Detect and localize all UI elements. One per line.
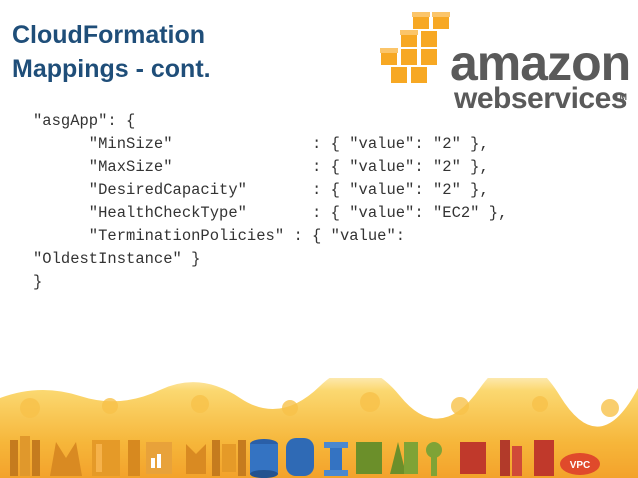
logo-trademark: TM (614, 92, 627, 102)
code-line: "asgApp": { (33, 112, 136, 130)
ses-icon (460, 442, 486, 474)
code-line: "MinSize" : { "value": "2" }, (33, 135, 489, 153)
footer-band: VPC (0, 378, 638, 478)
aws-logo: amazon webservices TM (372, 8, 634, 116)
cloudfront-icon (50, 442, 82, 476)
slide-title-line-1: CloudFormation (12, 21, 206, 49)
cloudwatch-icon (128, 440, 140, 476)
elastic-beanstalk-icon (356, 442, 382, 474)
rds-icon (286, 438, 314, 476)
storage-icon (10, 436, 40, 476)
iam-icon (390, 442, 418, 474)
chart-tile-icon (146, 442, 172, 474)
slide-title-line-2: Mappings - cont. (12, 55, 211, 83)
logo-word-amazon: amazon (450, 35, 631, 91)
logo-word-webservices: webservices (454, 82, 627, 115)
simpledb-icon (324, 442, 348, 476)
slide-title: CloudFormation Mappings - cont. (12, 18, 312, 86)
cloudsearch-icon (534, 440, 554, 476)
key-icon (426, 442, 442, 476)
code-block: "asgApp": { "MinSize" : { "value": "2" }… (33, 110, 633, 294)
elb-icon (212, 440, 246, 476)
vpc-label: VPC (570, 460, 591, 471)
code-line: "OldestInstance" } (33, 250, 201, 268)
sns-icon (500, 440, 522, 476)
code-line: "MaxSize" : { "value": "2" }, (33, 158, 489, 176)
service-icons: VPC (10, 436, 600, 478)
aws-cubes-icon (379, 11, 451, 85)
code-line: "TerminationPolicies" : { "value": (33, 227, 406, 245)
code-line: } (33, 273, 43, 291)
dynamodb-icon (250, 439, 278, 478)
code-line: "DesiredCapacity" : { "value": "2" }, (33, 181, 489, 199)
code-line: "HealthCheckType" : { "value": "EC2" }, (33, 204, 508, 222)
vpc-icon: VPC (560, 453, 600, 475)
sqs-icon (186, 444, 206, 474)
ec2-icon (92, 440, 120, 476)
